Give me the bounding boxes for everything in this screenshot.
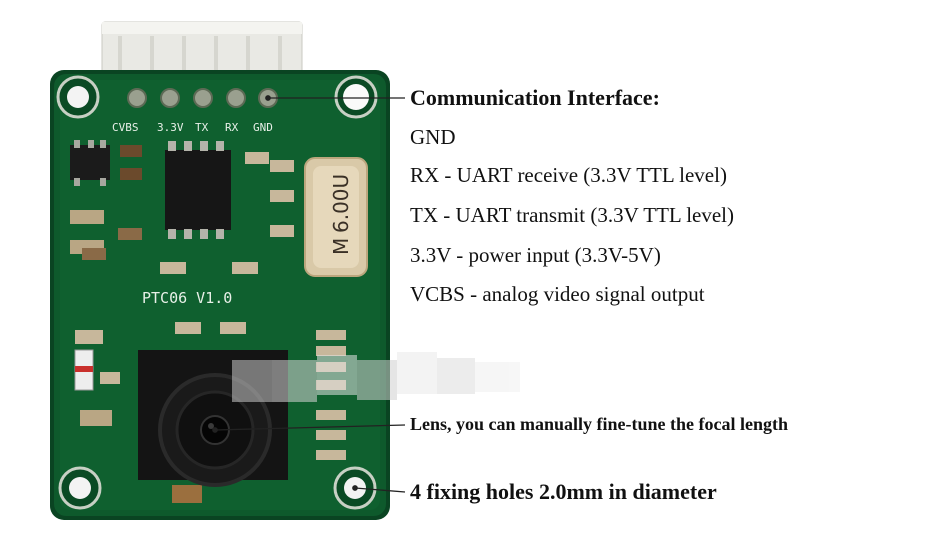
interface-line-power: 3.3V - power input (3.3V-5V) xyxy=(410,243,661,267)
interface-line-video: VCBS - analog video signal output xyxy=(410,282,705,306)
interface-line-tx: TX - UART transmit (3.3V TTL level) xyxy=(410,203,734,227)
pin-label-rx: RX xyxy=(225,121,239,134)
pin-label-tx: TX xyxy=(195,121,209,134)
main-ic-chip xyxy=(165,141,231,239)
pin-label-3v3: 3.3V xyxy=(157,121,184,134)
header-connector xyxy=(101,21,303,85)
pin-labels: CVBS 3.3V TX RX GND xyxy=(112,121,273,134)
blurred-watermark xyxy=(232,352,520,402)
pin-label-gnd: GND xyxy=(253,121,273,134)
transistor-chip xyxy=(70,140,110,186)
interface-line-gnd: GND xyxy=(410,125,456,149)
interface-line-rx: RX - UART receive (3.3V TTL level) xyxy=(410,163,727,187)
crystal-logo: M xyxy=(329,238,353,255)
callout-lines xyxy=(212,95,406,493)
header-pads xyxy=(127,88,278,108)
interface-heading: Communication Interface: xyxy=(410,85,660,110)
holes-note: 4 fixing holes 2.0mm in diameter xyxy=(410,479,717,504)
model-silkscreen: PTC06 V1.0 xyxy=(142,289,232,307)
pin-label-cvbs: CVBS xyxy=(112,121,139,134)
lens-note: Lens, you can manually fine-tune the foc… xyxy=(410,414,789,434)
mounting-hole-icon xyxy=(56,75,378,510)
crystal-oscillator: M 6.00U xyxy=(304,157,368,277)
crystal-marking: 6.00U xyxy=(329,174,353,233)
